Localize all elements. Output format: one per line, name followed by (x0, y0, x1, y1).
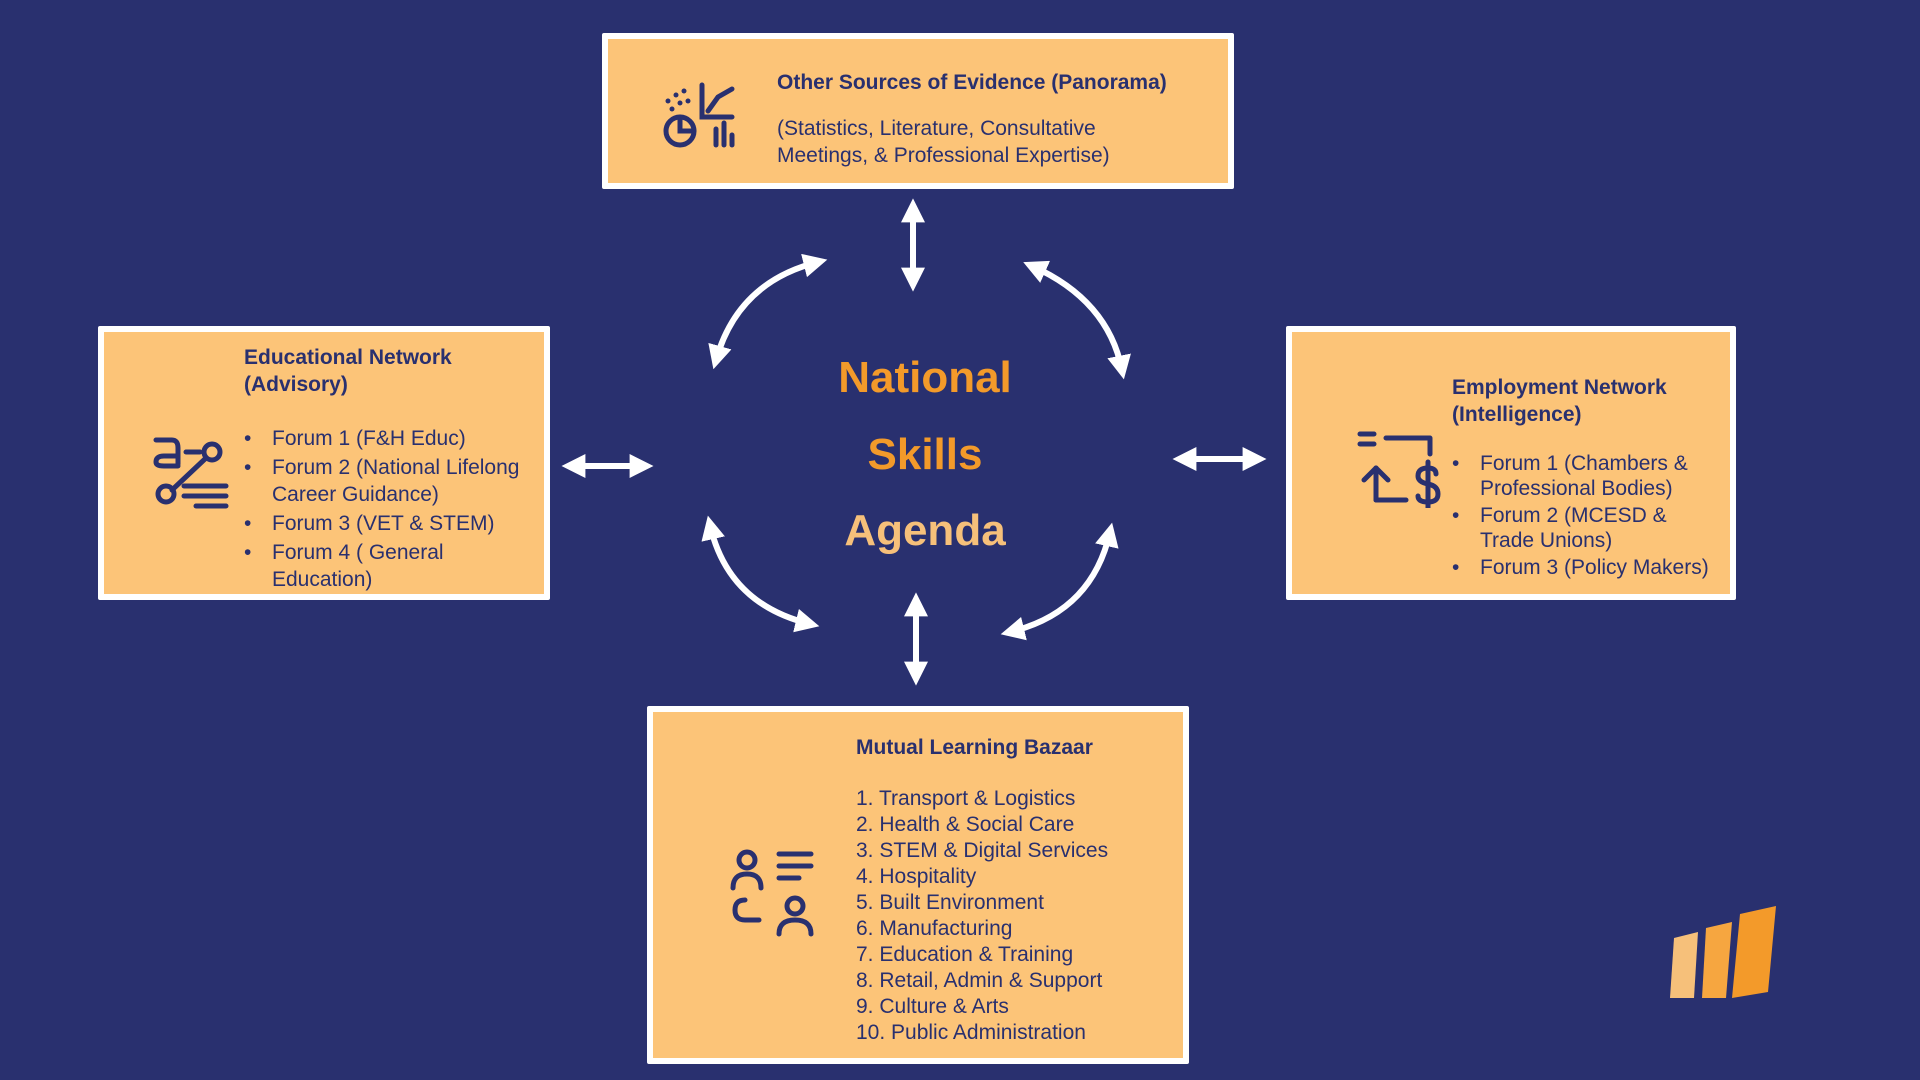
arrow-curve-top-left (708, 253, 828, 370)
left-box-educational-network: Educational Network (Advisory) Forum 1 (… (98, 326, 550, 600)
center-title-line2: Skills (867, 430, 983, 479)
list-item: Forum 3 (Policy Makers) (1452, 555, 1742, 580)
people-list-icon (730, 849, 814, 937)
brand-bars-logo (1670, 906, 1776, 998)
list-item: Forum 2 (MCESD &Trade Unions) (1452, 503, 1742, 553)
list-item: 1. Transport & Logistics (856, 787, 1076, 810)
list-item: 2. Health & Social Care (856, 813, 1075, 836)
right-box-employment-network: Employment Network (Intelligence) Forum … (1286, 326, 1736, 600)
center-title-line1: National (838, 353, 1012, 402)
right-box-title-line2: (Intelligence) (1452, 403, 1582, 426)
list-item: 5. Built Environment (856, 891, 1044, 914)
list-item: 3. STEM & Digital Services (856, 839, 1109, 862)
list-item: 10. Public Administration (856, 1021, 1086, 1044)
arrow-curve-bottom-right (1000, 522, 1119, 641)
list-item: 6. Manufacturing (856, 917, 1013, 940)
left-box-forum-list: Forum 1 (F&H Educ) Forum 2 (National Lif… (244, 425, 544, 595)
arrow-curve-bottom-left (701, 515, 820, 633)
left-box-title-line1: Educational Network (244, 346, 452, 369)
top-box-evidence: Other Sources of Evidence (Panorama) (St… (602, 33, 1234, 189)
bottom-box-title: Mutual Learning Bazaar (856, 736, 1093, 759)
list-item: 8. Retail, Admin & Support (856, 969, 1103, 992)
left-box-title-line2: (Advisory) (244, 373, 348, 396)
list-item: Forum 3 (VET & STEM) (244, 510, 544, 537)
right-box-title-line1: Employment Network (1452, 376, 1667, 399)
list-item: 4. Hospitality (856, 865, 977, 888)
top-box-subtitle-line2: Meetings, & Professional Expertise) (777, 144, 1110, 167)
arrow-curve-top-right (1023, 260, 1131, 380)
center-title-line3: Agenda (844, 506, 1006, 555)
list-item: 7. Education & Training (856, 943, 1074, 966)
workflow-list-icon (153, 437, 229, 509)
bottom-box-sector-list: 1. Transport & Logistics 2. Health & Soc… (856, 786, 1108, 1046)
money-exchange-icon (1357, 431, 1441, 508)
top-box-title: Other Sources of Evidence (Panorama) (777, 71, 1167, 94)
right-box-forum-list: Forum 1 (Chambers &Professional Bodies) … (1452, 451, 1742, 582)
chart-analytics-icon (663, 82, 735, 148)
list-item: Forum 1 (F&H Educ) (244, 425, 544, 452)
list-item: Forum 1 (Chambers &Professional Bodies) (1452, 451, 1742, 501)
bottom-box-mutual-learning: Mutual Learning Bazaar 1. Transport & Lo… (647, 706, 1189, 1064)
top-box-subtitle-line1: (Statistics, Literature, Consultative (777, 117, 1096, 140)
list-item: 9. Culture & Arts (856, 995, 1009, 1018)
